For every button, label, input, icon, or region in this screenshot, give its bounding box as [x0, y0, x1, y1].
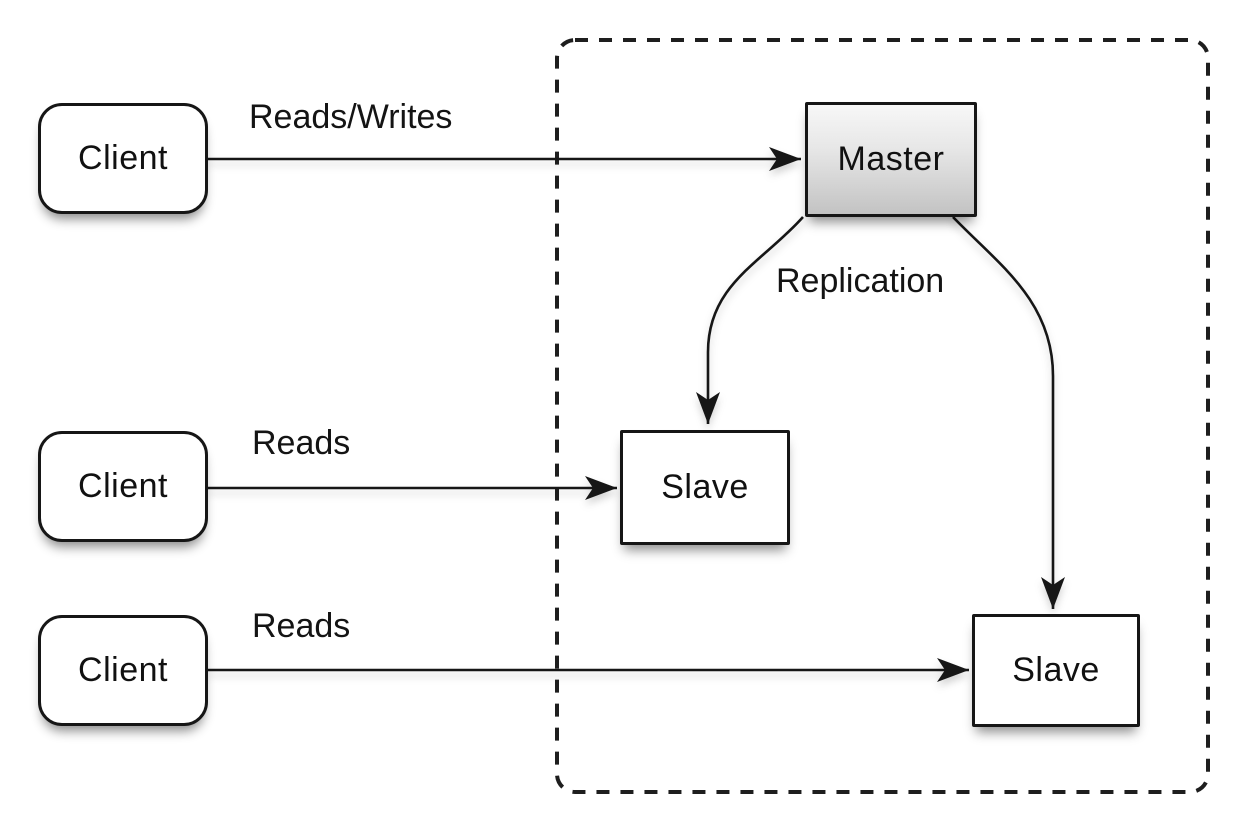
edge-label-reads-writes: Reads/Writes	[249, 98, 453, 136]
slave-node-2-label: Slave	[1012, 651, 1100, 689]
master-node: Master	[805, 102, 977, 217]
replication-boundary	[555, 38, 1210, 794]
edge-master-slave1	[696, 216, 804, 424]
master-node-label: Master	[837, 140, 945, 178]
slave-node-2: Slave	[972, 614, 1140, 727]
edge-label-reads-middle: Reads	[252, 424, 351, 462]
slave-node-1-label: Slave	[661, 468, 749, 506]
client-node-1: Client	[38, 103, 208, 214]
client-node-3: Client	[38, 615, 208, 726]
client-node-3-label: Client	[78, 651, 168, 689]
client-node-2: Client	[38, 431, 208, 542]
slave-node-1: Slave	[620, 430, 790, 545]
edge-label-replication: Replication	[776, 262, 945, 300]
client-node-2-label: Client	[78, 467, 168, 505]
edge-label-reads-bottom: Reads	[252, 607, 351, 645]
client-node-1-label: Client	[78, 139, 168, 177]
edge-master-slave2	[952, 216, 1065, 609]
